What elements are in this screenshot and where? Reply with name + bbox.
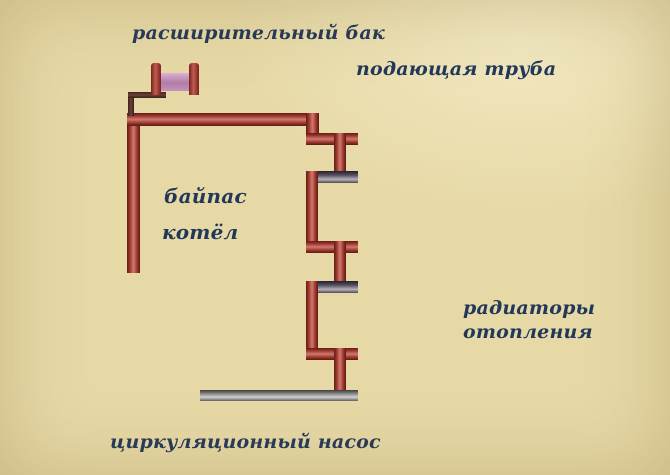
- radiator2-return-branch: [306, 281, 358, 293]
- fuel-hopper: [0, 401, 88, 449]
- hopper-lid: [0, 449, 97, 469]
- expansion-pipe-horizontal: [128, 92, 166, 98]
- radiators-label-line1: радиаторы: [463, 297, 596, 319]
- boiler-door-middle: [0, 234, 52, 274]
- hopper-funnel: [0, 371, 88, 401]
- bypass-2: [334, 241, 346, 293]
- expansion-tank-liquid: [159, 73, 191, 91]
- boiler-label: котёл: [162, 220, 239, 244]
- supply-pipe-top: [127, 113, 319, 126]
- boiler-door-lower: [0, 274, 52, 311]
- expansion-tank-right-wall: [189, 63, 199, 95]
- floor-shadow: [0, 0, 340, 14]
- expansion-tank-left-wall: [151, 63, 161, 95]
- expansion-tank-label: расширительный бак: [132, 22, 385, 44]
- boiler-top-cap: [0, 179, 72, 195]
- return-pipe: [200, 390, 358, 401]
- pump-motor: [0, 469, 46, 475]
- bypass-1: [334, 133, 346, 181]
- radiator1-supply-branch: [306, 133, 358, 145]
- bypass-3: [334, 348, 346, 398]
- boiler-riser-pipe: [127, 113, 140, 273]
- radiator1-return-branch: [306, 171, 358, 183]
- riser-segment-1: [306, 171, 318, 253]
- radiator3-supply-branch: [306, 348, 358, 360]
- bypass-label: байпас: [164, 184, 247, 208]
- radiators-label-line2: отопления: [463, 321, 593, 343]
- expansion-pipe-vertical: [128, 94, 134, 116]
- boiler-door-upper: [0, 195, 52, 234]
- supply-pipe-label: подающая труба: [356, 58, 557, 80]
- radiator2-supply-branch: [306, 241, 358, 253]
- expansion-tank-base: [0, 14, 52, 23]
- fuel-chute: [0, 311, 108, 349]
- boiler-body: [0, 23, 68, 179]
- riser-segment-2: [306, 281, 318, 360]
- pump-label: циркуляционный насос: [110, 431, 381, 453]
